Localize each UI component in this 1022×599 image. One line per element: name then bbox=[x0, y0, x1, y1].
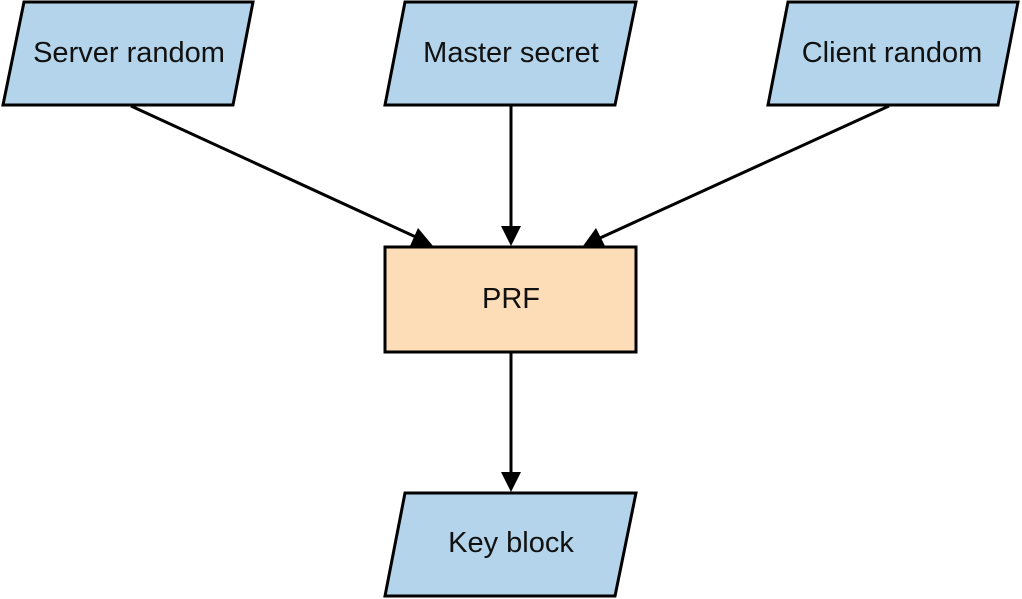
server-random-shape bbox=[1, 0, 255, 107]
prf-label: PRF bbox=[482, 283, 540, 315]
node-client-random: Client random bbox=[766, 0, 1020, 107]
node-server-random: Server random bbox=[1, 0, 255, 107]
node-prf: PRF bbox=[383, 245, 638, 354]
edge-master-secret-to-prf bbox=[501, 106, 521, 246]
edge-server-random-to-prf bbox=[130, 104, 433, 246]
client-random-shape bbox=[766, 0, 1020, 107]
edges bbox=[130, 104, 890, 492]
server-random-label: Server random bbox=[33, 37, 225, 69]
node-master-secret: Master secret bbox=[383, 0, 638, 107]
client-random-label: Client random bbox=[802, 37, 983, 69]
key-block-label: Key block bbox=[448, 527, 574, 559]
edge-client-random-to-prf bbox=[583, 104, 890, 246]
master-secret-shape bbox=[383, 0, 638, 107]
master-secret-label: Master secret bbox=[423, 37, 599, 69]
prf-shape bbox=[383, 245, 638, 354]
node-key-block: Key block bbox=[383, 491, 638, 598]
edge-prf-to-key-block bbox=[501, 352, 521, 492]
key-block-shape bbox=[383, 491, 638, 598]
